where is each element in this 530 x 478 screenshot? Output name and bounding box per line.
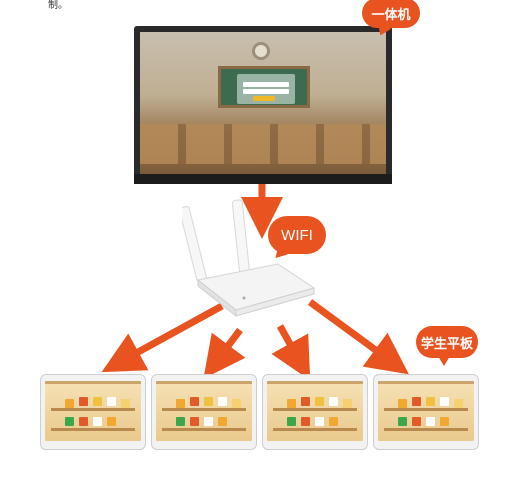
display-screen <box>140 32 386 174</box>
arrow-router-to-tablet-4 <box>307 299 409 375</box>
tablet-screen <box>45 381 141 441</box>
student-tablet-4 <box>373 374 479 450</box>
student-tablet-1 <box>40 374 146 450</box>
router-icon <box>179 199 316 318</box>
arrow-router-to-tablet-3 <box>271 324 311 381</box>
wifi-label-bubble: WIFI <box>268 216 326 254</box>
classroom-desks-image <box>140 124 386 164</box>
login-button <box>253 96 275 101</box>
all-in-one-display <box>134 26 392 184</box>
tablet-screen <box>267 381 363 441</box>
tablet-screen <box>156 381 252 441</box>
display-bezel-bottom <box>134 174 392 184</box>
login-panel <box>237 74 295 104</box>
tablet-label-bubble: 学生平板 <box>416 326 478 366</box>
clock-icon <box>252 42 270 60</box>
wifi-router <box>179 198 322 318</box>
password-field <box>243 89 289 94</box>
top-text-fragment: 制。 <box>48 0 68 11</box>
username-field <box>243 82 289 87</box>
arrow-router-to-tablet-2 <box>203 327 246 379</box>
tablet-screen <box>378 381 474 441</box>
student-tablet-3 <box>262 374 368 450</box>
student-tablet-2 <box>151 374 257 450</box>
tv-label-bubble: 一体机 <box>362 0 420 28</box>
